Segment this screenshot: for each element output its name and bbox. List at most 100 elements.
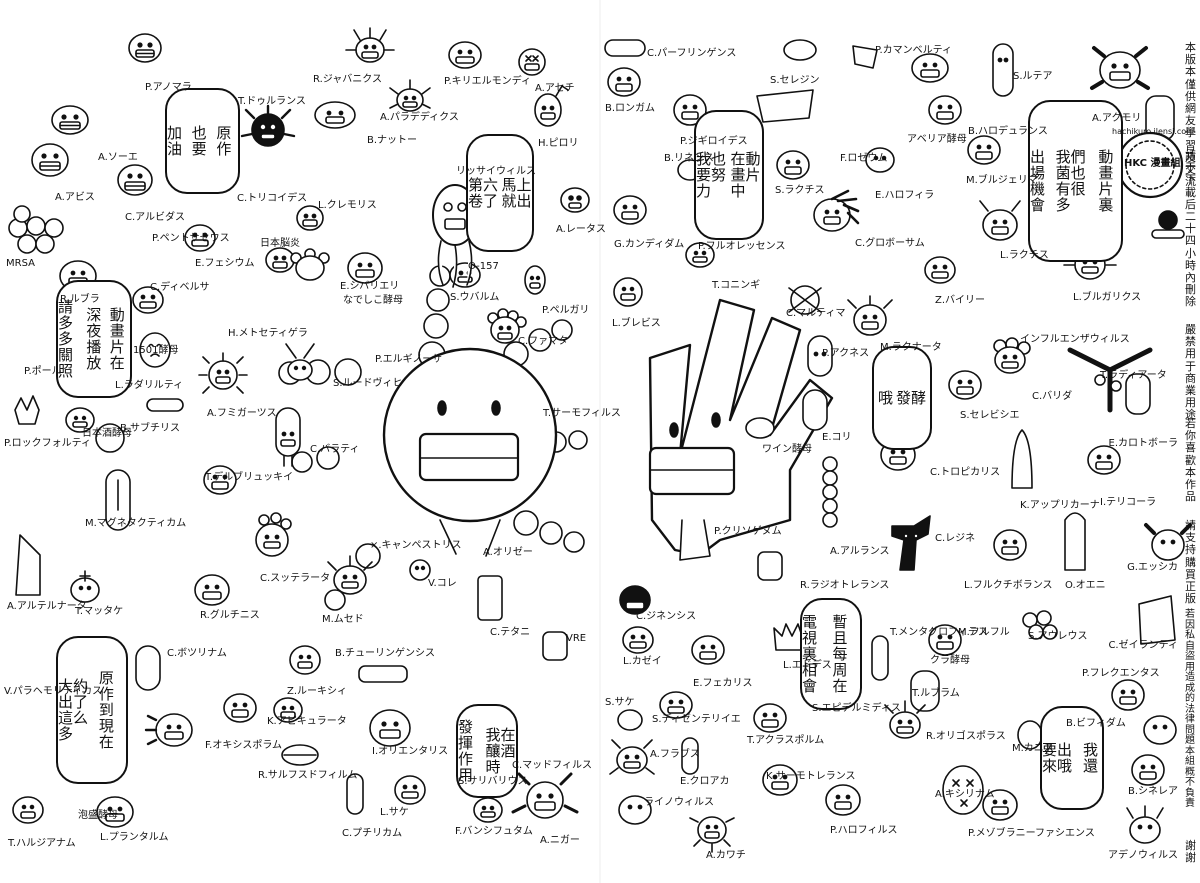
species-label: C.マルティマ xyxy=(786,308,846,319)
species-label: S.ディゼンテリイエ xyxy=(652,714,741,725)
species-label: P.フレクエンタス xyxy=(1082,668,1160,679)
species-label: T.マッタケ xyxy=(75,606,124,617)
bubble-1: 原作 也要 加油 xyxy=(165,88,240,194)
species-label: R.サルフスドフィルム xyxy=(258,770,358,781)
species-label: P.メゾブラニーファシエンス xyxy=(968,828,1095,839)
species-label: C.トロピカリス xyxy=(930,467,1001,478)
species-label: L.サケ xyxy=(380,807,409,818)
species-label: P.フルオレッセンス xyxy=(698,241,786,252)
species-label: S.セレビシエ xyxy=(960,410,1020,421)
species-label: R.オリゴスポラス xyxy=(926,731,1006,742)
species-label: C.スッテラータ xyxy=(260,573,331,584)
species-label: T.ルブラム xyxy=(912,688,960,699)
species-label: H.ピロリ xyxy=(538,138,579,149)
species-label: S.ルテア xyxy=(1013,71,1053,82)
species-label: E.シバリエリ xyxy=(340,281,400,292)
species-label: R.ルブラ xyxy=(60,294,100,305)
species-label: リッサイウィルス xyxy=(456,166,536,177)
species-label: C.ボツリナム xyxy=(167,648,227,659)
species-label: P.アノマラ xyxy=(145,82,192,93)
species-label: L.ブレビス xyxy=(612,318,661,329)
species-label: L.フルクチボランス xyxy=(964,580,1053,591)
species-label: V.コレ xyxy=(428,578,457,589)
species-label: Z.バイリー xyxy=(935,295,986,306)
side-note-4: 若你喜歡本作品 xyxy=(1185,417,1196,504)
species-label: C.バラティ xyxy=(310,444,360,455)
bubble-10: 我還 要出來哦 xyxy=(1040,706,1104,810)
species-label: A.レータス xyxy=(556,224,606,235)
species-label: B.ハロデュランス xyxy=(968,126,1048,137)
species-label: なでしこ酵母 xyxy=(343,295,403,306)
stamp-url: hachikuro.ilensi.com xyxy=(1112,127,1194,136)
species-label: M.フルフル xyxy=(958,627,1010,638)
species-label: B.ナットー xyxy=(367,135,418,146)
species-label: P.ペントサセウス xyxy=(152,233,230,244)
species-label: C.ジネンシス xyxy=(636,611,697,622)
species-label: B.チューリンゲンシス xyxy=(335,648,436,659)
bubble-2: 馬上就出 第六卷了 xyxy=(466,134,534,252)
bubble-6: 在動畫片中 我也要努力 xyxy=(694,110,764,240)
bubble-3: 動畫片在 深夜播放 請多多關照 xyxy=(56,280,132,398)
species-label: P.キリエルモンディ xyxy=(444,76,531,87)
species-label: S.アウレウス xyxy=(1028,631,1088,642)
species-label: P.ロックフォルティ xyxy=(4,438,92,449)
species-label: ×.キャンペストリス xyxy=(370,540,462,551)
species-label: B.リネンス xyxy=(664,153,714,164)
species-label: O-157 xyxy=(468,261,499,272)
species-label: R.ラジオトレランス xyxy=(800,580,890,591)
side-note-1: 本版本僅供網友學習及交流 xyxy=(1185,41,1196,189)
species-label: C.プチリカム xyxy=(342,828,403,839)
bubble-4: 原作到現在 大約出了這么多 xyxy=(56,636,128,784)
species-label: E.コリ xyxy=(822,432,852,443)
species-label: アデノウィルス xyxy=(1108,850,1178,861)
species-label: S.セレジン xyxy=(770,75,820,86)
species-label: インフルエンザウィルス xyxy=(1020,334,1130,345)
species-label: F.バンシフュタム xyxy=(455,826,533,837)
side-note-5: 請支持購買正版 xyxy=(1185,519,1196,606)
species-label: C.ゼイランティ xyxy=(1108,640,1178,651)
species-label: P.エルギノーサ xyxy=(375,354,443,365)
species-label: A.アセチ xyxy=(535,83,575,94)
species-label: S.ウバルム xyxy=(450,292,500,303)
bubble-8: 發酵 哦 xyxy=(872,346,932,450)
species-label: A.フミガーツス xyxy=(207,408,277,419)
species-label: A.オリゼー xyxy=(483,547,533,558)
species-label: P.クリソゲヌム xyxy=(714,526,782,537)
species-label: S.エピデルミディス xyxy=(812,703,901,714)
species-label: T.コニンギ xyxy=(712,280,761,291)
species-label: A.ニガー xyxy=(540,835,580,846)
stamp-title: HKC 漫畫組 xyxy=(1124,158,1181,169)
species-label: L.エドデス xyxy=(783,660,832,671)
species-label: E.ハロフィラ xyxy=(875,190,935,201)
small-microbes xyxy=(8,27,1192,853)
species-label: T.メンタグロフィテス xyxy=(890,627,988,638)
species-label: T.ハルジアナム xyxy=(8,838,76,849)
species-label: M.ラクナータ xyxy=(880,342,942,353)
species-label: G.カンディダム xyxy=(614,239,685,250)
species-label: G.エッシカ xyxy=(1127,562,1178,573)
species-label: T.ドゥルランス xyxy=(238,96,306,107)
species-label: S.ラクチス xyxy=(775,185,825,196)
species-label: A.キシリナム xyxy=(935,789,995,800)
species-label: C.マッドフィルス xyxy=(512,760,592,771)
species-label: C.グロボーサム xyxy=(855,238,925,249)
species-label: B.ビフィダム xyxy=(1066,718,1126,729)
species-label: L.クレモリス xyxy=(318,200,377,211)
species-label: R.ジャバニクス xyxy=(313,74,382,85)
species-label: ワイン酵母 xyxy=(762,444,812,455)
side-note-3: 嚴禁用于商業用途 xyxy=(1185,323,1196,422)
species-label: C.トリコイデス xyxy=(237,193,308,204)
bubble-1-col-3: 加油 xyxy=(167,124,183,158)
species-label: L.ラクチス xyxy=(1000,250,1049,261)
species-label: S.サリバリウス xyxy=(458,776,528,787)
species-label: C.ファマタ xyxy=(518,336,569,347)
species-label: F.ロゼウム xyxy=(840,153,888,164)
species-label: E.カロトボーラ xyxy=(1108,438,1179,449)
species-label: VRE xyxy=(566,633,587,644)
species-label: A.カワチ xyxy=(706,850,746,861)
species-label: A.アルランス xyxy=(830,546,890,557)
species-label: H.メトセティゲラ xyxy=(228,328,308,339)
species-label: C.パーフリンゲンス xyxy=(647,48,737,59)
species-label: T.ラディアータ xyxy=(1100,370,1167,381)
